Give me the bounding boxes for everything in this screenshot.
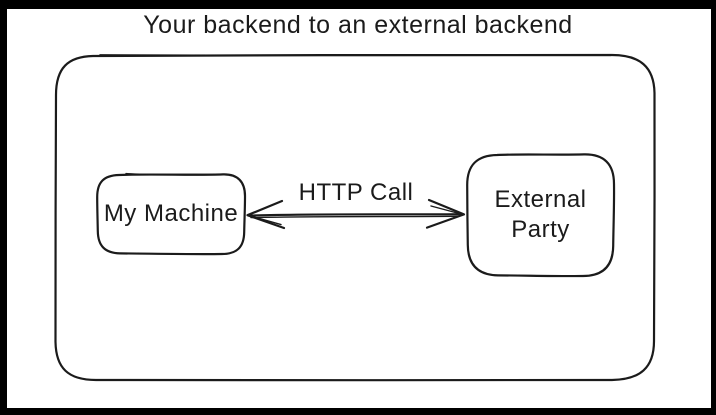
connection-arrow-line-2 xyxy=(250,215,460,219)
my-machine-box xyxy=(96,173,247,256)
my-machine-label: My Machine xyxy=(103,200,239,227)
outer-container-sketch-stroke xyxy=(99,54,612,57)
http-call-edge-label: HTTP Call xyxy=(298,179,414,206)
connection-arrow-line xyxy=(247,213,463,217)
diagram-title: Your backend to an external backend xyxy=(143,11,573,40)
frame-border-left xyxy=(0,0,7,415)
external-party-label: External Party xyxy=(494,186,587,243)
frame-border-top xyxy=(0,0,716,9)
arrowhead-left-sketch xyxy=(249,215,282,226)
frame-border-bottom xyxy=(0,408,716,415)
arrowhead-left xyxy=(246,199,286,230)
arrowhead-right xyxy=(425,198,466,229)
external-party-sketch-stroke xyxy=(598,250,614,274)
arrowhead-right-sketch xyxy=(430,205,462,215)
frame-border-right xyxy=(711,0,716,415)
external-party-box xyxy=(466,153,616,278)
my-machine-sketch-stroke xyxy=(125,172,223,176)
